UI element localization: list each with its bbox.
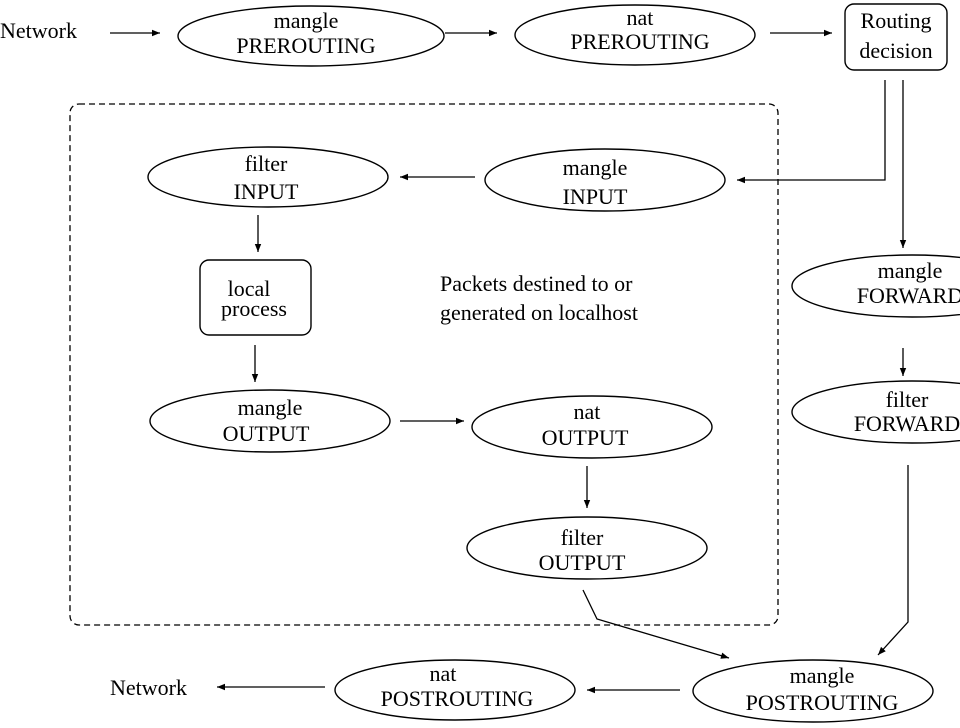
network-in-label: Network: [0, 18, 77, 43]
node-shape: [844, 3, 948, 71]
node-table: filter: [561, 525, 604, 550]
node-line-1: Routing: [861, 8, 932, 33]
node-filter-forward: filter FORWARD: [791, 380, 960, 444]
edge-filter-output-to-mangle-postrouting: [582, 589, 730, 659]
node-mangle-output: mangle OUTPUT: [149, 389, 391, 453]
node-mangle-prerouting: mangle PREROUTING: [177, 5, 445, 67]
node-shape: [199, 259, 312, 336]
node-chain: PREROUTING: [236, 33, 375, 58]
node-table: nat: [574, 399, 601, 424]
node-shape: [334, 659, 576, 721]
node-line-2: process: [221, 296, 287, 321]
node-nat-output: nat OUTPUT: [471, 395, 713, 459]
localhost-region: [69, 103, 779, 626]
node-mangle-forward: mangle FORWARD: [791, 254, 960, 318]
node-chain: OUTPUT: [542, 425, 629, 450]
node-table: mangle: [274, 8, 339, 33]
node-shape: [791, 380, 960, 444]
node-chain: OUTPUT: [223, 421, 310, 446]
node-routing-decision: Routing decision: [844, 3, 948, 71]
edge-filter-forward-to-mangle-postrouting: [877, 465, 909, 656]
node-shape: [471, 395, 713, 459]
node-shape: [177, 5, 445, 67]
node-table: mangle: [563, 155, 628, 180]
node-nat-prerouting: nat PREROUTING: [514, 4, 756, 66]
node-filter-output: filter OUTPUT: [466, 516, 708, 580]
node-chain: OUTPUT: [539, 550, 626, 575]
edge-routing-to-mangle-input: [737, 80, 886, 184]
node-table: mangle: [790, 663, 855, 688]
node-table: nat: [430, 661, 457, 686]
edges: [110, 29, 909, 694]
node-local-process: local process: [199, 259, 312, 336]
node-chain: PREROUTING: [570, 29, 709, 54]
node-filter-input: filter INPUT: [147, 146, 389, 208]
network-out-label: Network: [110, 675, 187, 700]
node-shape: [514, 4, 756, 66]
node-mangle-input: mangle INPUT: [484, 148, 726, 212]
node-shape: [484, 148, 726, 212]
node-table: filter: [245, 151, 288, 176]
node-shape: [692, 659, 934, 723]
node-mangle-postrouting: mangle POSTROUTING: [692, 659, 934, 723]
node-table: mangle: [878, 258, 943, 283]
node-chain: INPUT: [234, 179, 299, 204]
node-shape: [147, 146, 389, 208]
node-shape: [149, 389, 391, 453]
node-chain: INPUT: [563, 184, 628, 209]
region-caption-line-1: Packets destined to or: [440, 271, 633, 296]
node-nat-postrouting: nat POSTROUTING: [334, 659, 576, 721]
node-chain: FORWARD: [854, 411, 960, 436]
node-shape: [466, 516, 708, 580]
node-chain: FORWARD: [857, 283, 960, 308]
node-table: nat: [627, 5, 654, 30]
node-line-1: local: [228, 276, 271, 301]
region-caption-line-2: generated on localhost: [440, 300, 638, 325]
node-table: mangle: [238, 395, 303, 420]
node-line-2: decision: [859, 38, 932, 63]
node-chain: POSTROUTING: [746, 690, 899, 715]
node-table: filter: [886, 387, 929, 412]
node-chain: POSTROUTING: [381, 686, 534, 711]
node-shape: [791, 254, 960, 318]
